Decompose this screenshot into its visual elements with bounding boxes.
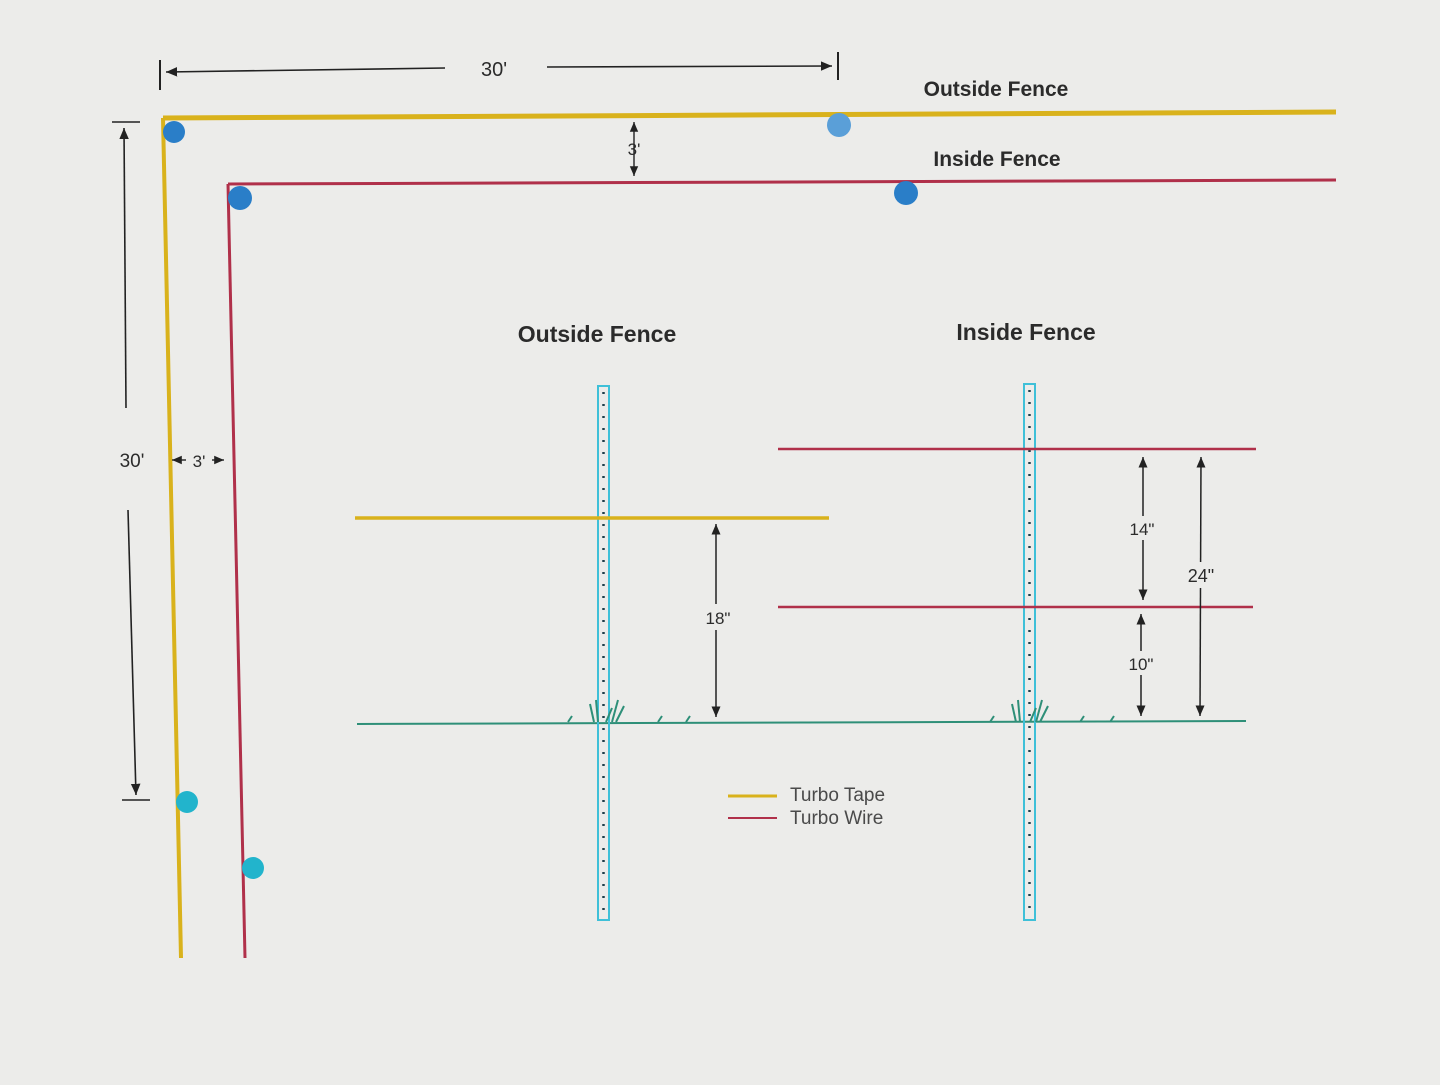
top-width-dimension: 30' [159,52,839,90]
side-length-dimension: 30' [112,121,150,801]
legend-item-turbo-tape: Turbo Tape [790,785,885,806]
post-marker-outside-top [827,113,851,137]
corner-post-marker-inside [228,186,252,210]
legend-item-turbo-wire: Turbo Wire [790,808,883,829]
inside-upper-gap-label: 14" [1130,520,1155,539]
inside-upper-gap-dimension: 14" [1124,457,1162,600]
inside-lower-dimension: 10" [1122,614,1160,716]
inside-fence-plan-label: Inside Fence [933,148,1060,171]
post-marker-inside-top [894,181,918,205]
outside-fence-plan-label: Outside Fence [924,78,1069,101]
legend: Turbo Tape Turbo Wire [728,785,885,829]
grass-tufts [567,699,1115,723]
inside-total-dimension: 24" [1180,456,1222,717]
outside-fence-plan [161,109,1337,959]
corner-post-marker-outside [163,121,185,143]
inside-total-label: 24" [1188,566,1214,586]
side-gap-dimension: 3' [172,452,224,471]
outside-height-label: 18" [706,609,731,628]
inside-fence-elevation-title: Inside Fence [956,319,1095,345]
side-gap-label: 3' [193,452,206,471]
outside-height-dimension: 18" [700,524,736,717]
top-width-label: 30' [481,59,507,81]
top-gap-label: 3' [628,140,641,159]
post-marker-inside-side [242,857,264,879]
outside-fence-elevation-title: Outside Fence [518,321,676,347]
post-marker-outside-side [176,791,198,813]
side-length-label: 30' [120,451,145,472]
top-gap-dimension: 3' [628,122,641,176]
inside-lower-label: 10" [1129,655,1154,674]
outside-fence-post [597,385,610,921]
inside-fence-plan [226,178,1337,959]
ground-line [356,720,1247,725]
inside-fence-post [1023,383,1036,921]
